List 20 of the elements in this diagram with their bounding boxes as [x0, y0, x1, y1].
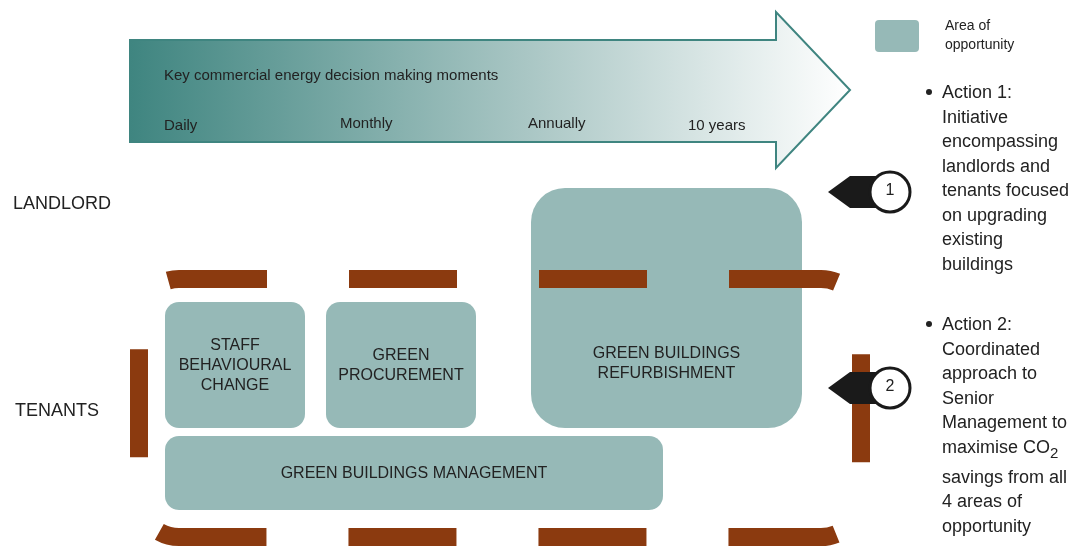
area-box: GREEN PROCUREMENT: [326, 302, 476, 428]
area-box: GREEN BUILDINGS MANAGEMENT: [165, 436, 663, 510]
timescale-label: 10 years: [688, 116, 746, 133]
action-note: Action 1: Initiative encompassing landlords and tenants focused on upgrading existing buildings: [942, 81, 1070, 276]
row-label: LANDLORD: [13, 193, 112, 214]
timescale-label: Daily: [164, 116, 198, 133]
timeline-arrow: [130, 10, 852, 172]
area-box: GREEN BUILDINGS REFURBISHMENT: [531, 188, 802, 428]
action-note: Action 2: Coordinated approach to Senior Management to maximise CO$_{2}$ savings from all 4 areas of opportunity: [942, 313, 1069, 538]
numbered-marker: [828, 168, 912, 216]
timescale-label: Monthly: [340, 114, 393, 131]
arrow-title: Key commercial energy decision making moments: [164, 66, 499, 83]
marker-number: 2: [884, 377, 896, 395]
timescale-label: Annually: [528, 114, 586, 131]
legend-text: Area of opportunity: [945, 16, 1016, 54]
dashed-frame: [130, 270, 870, 546]
area-box: STAFF BEHAVIOURAL CHANGE: [165, 302, 305, 428]
row-label: TENANTS: [15, 400, 99, 421]
marker-number: 1: [884, 181, 896, 199]
numbered-marker: [828, 364, 912, 412]
